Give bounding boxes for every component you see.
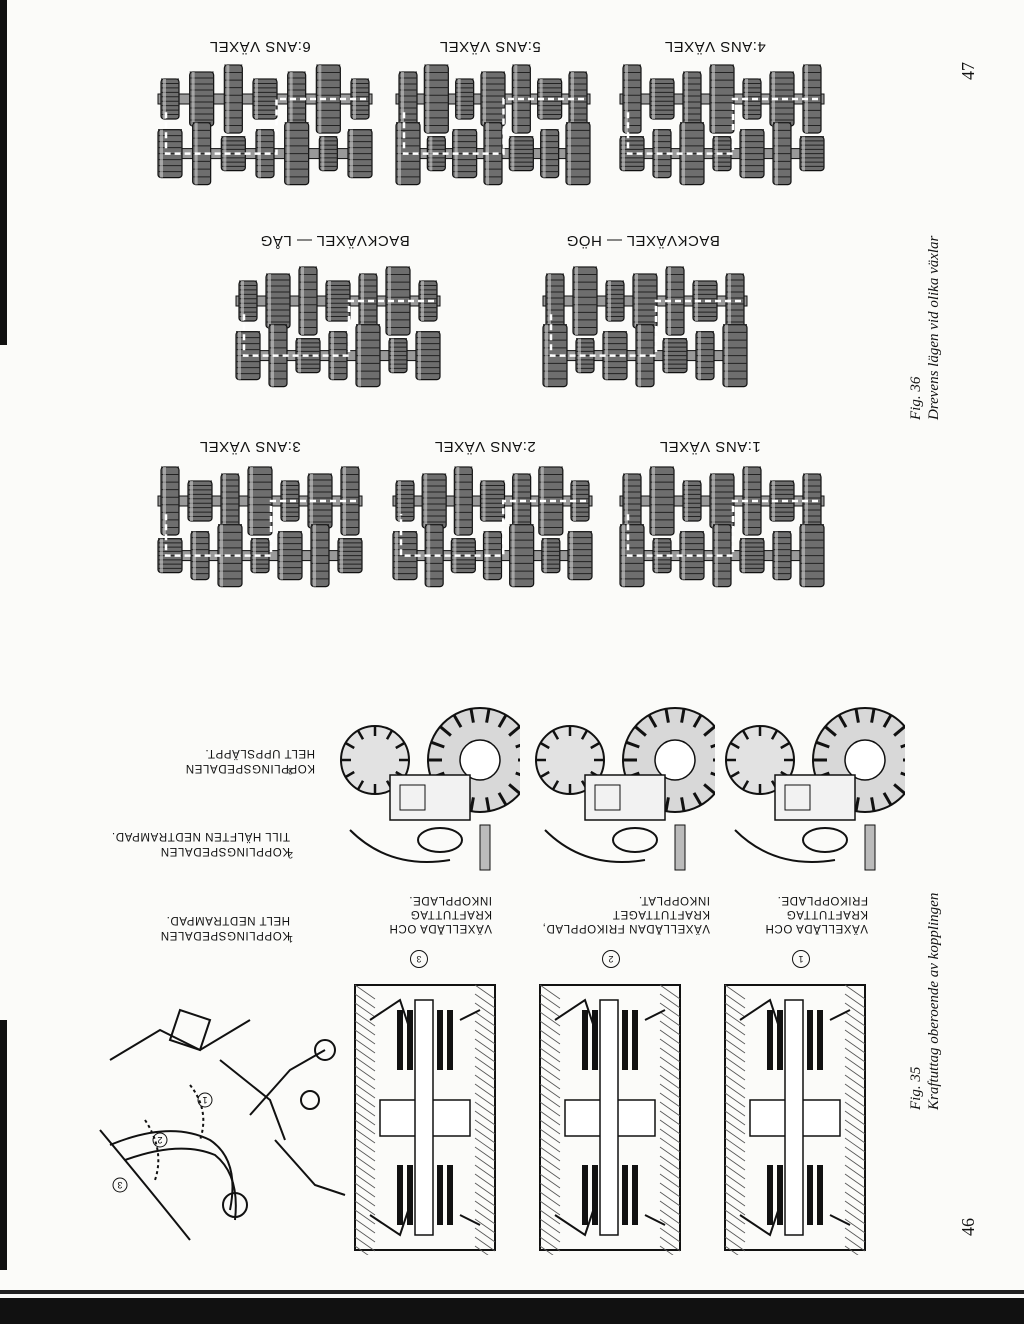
tractor-illustration-3 xyxy=(340,707,520,871)
gear-label-3: 3:ANS VÄXEL xyxy=(199,438,301,455)
tractor-illustration-1 xyxy=(725,707,905,871)
clutch-state-2: VÄXELLÅDAN FRIKOPPLAD, KRAFTUTTAGET INKO… xyxy=(520,893,710,935)
clutch-1-line-2: KRAFTUTTAG xyxy=(786,908,868,920)
pedal-1-marker: 1 xyxy=(288,934,294,944)
clutch-1-line-1: VÄXELLÅDA OCH xyxy=(764,922,868,934)
fig35-caption: Kraftuttag oberoende av kopplingen xyxy=(926,892,942,1110)
pedal-2-marker: 2 xyxy=(288,850,294,860)
gear-diagram-4 xyxy=(612,60,832,190)
pedal-diagram-marker-2: 2 xyxy=(157,1135,162,1145)
pedal-position-2: KOPPLINGSPEDALEN TILL HÄLFTEN NEDTRAMPAD… xyxy=(111,828,290,858)
gear-diagram-2 xyxy=(385,462,600,592)
gear-diagram-1 xyxy=(612,462,832,592)
pedal-diagram-marker-1: 1 xyxy=(202,1095,207,1105)
clutch-3-line-1: VÄXELLÅDA OCH xyxy=(388,922,492,934)
clutch-2-marker: 2 xyxy=(602,950,620,968)
gear-diagram-6 xyxy=(150,60,380,190)
clutch-3-marker: 3 xyxy=(410,950,428,968)
clutch-3-line-2: KRAFTUTTAG xyxy=(410,908,492,920)
clutch-state-1: VÄXELLÅDA OCH KRAFTUTTAG FRIKOPPLADE. xyxy=(738,893,868,935)
gear-label-6: 6:ANS VÄXEL xyxy=(209,38,311,55)
pedal-2-line-2: TILL HÄLFTEN NEDTRAMPAD. xyxy=(111,830,290,842)
gear-diagram-reverse-low xyxy=(228,262,448,392)
clutch-section-2 xyxy=(539,984,681,1255)
page-number-left: 46 xyxy=(958,1218,978,1236)
scan-edge-bottom xyxy=(0,1020,7,1270)
gear-diagram-reverse-high xyxy=(535,262,755,392)
clutch-3-line-3: INKOPPLADE. xyxy=(408,894,492,906)
pedal-linkage-diagram: 1 2 3 xyxy=(99,1008,346,1241)
pedal-1-line-2: HELT NEDTRAMPAD. xyxy=(166,914,290,926)
gear-label-5: 5:ANS VÄXEL xyxy=(439,38,541,55)
gear-label-reverse-low: BACKVÄXEL — LÅG xyxy=(260,232,410,249)
gear-label-reverse-high: BACKVÄXEL — HÖG xyxy=(566,232,720,249)
pedal-3-line-2: HELT UPPSLÄPPT. xyxy=(204,747,315,759)
pedal-position-1: KOPPLINGSPEDALEN HELT NEDTRAMPAD. xyxy=(140,912,290,942)
pedal-diagram-marker-3: 3 xyxy=(117,1180,122,1190)
gear-label-2: 2:ANS VÄXEL xyxy=(434,438,536,455)
clutch-2-line-2: KRAFTUTTAGET xyxy=(612,908,710,920)
clutch-1-line-3: FRIKOPPLADE. xyxy=(777,894,868,906)
pedal-3-marker: 3 xyxy=(288,766,294,776)
scan-edge-top xyxy=(0,0,7,345)
tractor-illustration-2 xyxy=(535,707,715,871)
fig36-caption: Drevens lägen vid olika växlar xyxy=(926,235,942,420)
gear-label-4: 4:ANS VÄXEL xyxy=(664,38,766,55)
gear-diagram-5 xyxy=(388,60,598,190)
gear-label-1: 1:ANS VÄXEL xyxy=(659,438,761,455)
pedal-2-line-1: KOPPLINGSPEDALEN xyxy=(160,845,290,857)
clutch-2-line-3: INKOPPLAT. xyxy=(638,894,710,906)
clutch-section-1 xyxy=(724,984,866,1255)
page-number-right: 47 xyxy=(958,62,978,80)
clutch-section-3 xyxy=(354,984,496,1255)
fig35-label: Fig. 35 xyxy=(908,1066,924,1110)
clutch-state-3: VÄXELLÅDA OCH KRAFTUTTAG INKOPPLADE. xyxy=(372,893,492,935)
gear-diagram-3 xyxy=(150,462,370,592)
clutch-1-marker: 1 xyxy=(792,950,810,968)
pedal-1-line-1: KOPPLINGSPEDALEN xyxy=(160,929,290,941)
scan-bottom-border xyxy=(0,1282,1024,1324)
fig36-label: Fig. 36 xyxy=(908,376,924,420)
clutch-2-line-1: VÄXELLÅDAN FRIKOPPLAD, xyxy=(542,922,710,934)
